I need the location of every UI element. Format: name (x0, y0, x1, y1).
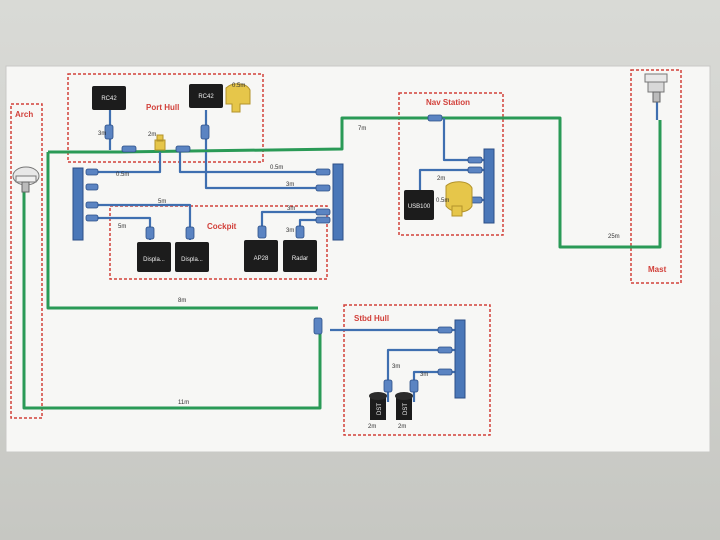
connector (437, 326, 453, 334)
device-ap28: AP28 (244, 240, 278, 272)
connector (200, 124, 210, 140)
drop-port-c (204, 152, 320, 190)
drop-port-b (178, 152, 320, 174)
cable-label: 3m (98, 131, 106, 137)
device-label-rc42-right: RC42 (198, 94, 214, 100)
device-rc42-right: RC42 (189, 84, 223, 108)
cable-label: 7m (358, 126, 366, 132)
connector (104, 124, 114, 140)
connectors (85, 114, 483, 393)
connector (409, 379, 419, 393)
connector (185, 226, 195, 240)
cable-label: 3m (286, 228, 294, 234)
connector (85, 183, 99, 191)
device-dst-1: DST (369, 392, 387, 420)
device-label-dst-2: DST (403, 403, 409, 415)
backbone-bar-port-right (332, 163, 344, 241)
device-dst-2: DST (395, 392, 413, 420)
cable-label: 0.5m (436, 198, 449, 204)
cable-label: 8m (178, 298, 186, 304)
connector (437, 368, 453, 376)
zone-mast-box (630, 69, 682, 284)
power-plug-nav (445, 181, 473, 217)
cable-label: 3m (420, 372, 428, 378)
power-plug-port (225, 83, 251, 113)
cable-label: 2m (368, 424, 376, 430)
zone-label-port-hull: Port Hull (146, 103, 179, 112)
connector (437, 346, 453, 354)
connector (315, 184, 331, 192)
device-label-usb100: USB100 (408, 204, 431, 210)
device-label-ap28: AP28 (254, 256, 269, 262)
cable-label: 3m (392, 364, 400, 370)
connector (467, 166, 483, 174)
connector (145, 226, 155, 240)
drop-nav-2 (418, 168, 485, 190)
cable-label: 0.5m (270, 165, 283, 171)
connector (257, 225, 267, 239)
zone-stbd-hull-box (343, 304, 491, 436)
mast-wind-sensor (644, 73, 668, 103)
connector (175, 145, 191, 153)
connector (383, 379, 393, 393)
device-label-radar: Radar (292, 256, 308, 262)
zone-nav-station-box (398, 92, 504, 236)
connector (427, 114, 443, 122)
zone-label-arch: Arch (15, 110, 33, 119)
cable-label: 0.5m (116, 172, 129, 178)
cable-label: 25m (608, 234, 620, 240)
zone-arch-box (10, 103, 43, 419)
cable-label: 3m (287, 206, 295, 212)
cable-label: 2m (398, 424, 406, 430)
backbone-main (46, 152, 318, 310)
connector (315, 216, 331, 224)
device-label-dst-1: DST (377, 403, 383, 415)
cable-label: 5m (158, 199, 166, 205)
backbone-port-to-nav (119, 116, 662, 249)
zone-label-nav-station: Nav Station (426, 98, 470, 107)
connector (85, 201, 99, 209)
cable-label: 2m (148, 132, 156, 138)
zone-label-mast: Mast (648, 265, 667, 274)
backbone-cables (22, 116, 662, 410)
cable-label-port-power: 0.5m (232, 83, 245, 89)
device-label-display-2: Displa... (181, 257, 203, 263)
cable-label: 3m (286, 182, 294, 188)
connector (85, 214, 99, 222)
device-display-2: Displa... (175, 242, 209, 272)
connector (315, 208, 331, 216)
connector (467, 156, 483, 164)
connector (121, 145, 137, 153)
backbone-bar-port-left (72, 167, 84, 241)
paper-sheet (5, 65, 711, 453)
connector (313, 317, 323, 335)
zone-label-cockpit: Cockpit (207, 222, 237, 231)
cable-label: 11m (178, 400, 189, 406)
backbone-bar-nav (483, 148, 495, 224)
connector (295, 225, 305, 239)
device-label-rc42-left: RC42 (101, 96, 117, 102)
device-radar: Radar (283, 240, 317, 272)
connector (85, 168, 99, 176)
connector (315, 168, 331, 176)
zone-port-hull-box (67, 73, 264, 163)
device-display-1: Displa... (137, 242, 171, 272)
cable-label: 5m (118, 224, 126, 230)
drop-port-a (95, 152, 162, 174)
arch-gps-antenna (12, 166, 40, 193)
zone-label-stbd-hull: Stbd Hull (354, 314, 389, 323)
device-usb100: USB100 (404, 190, 434, 220)
cable-label: 2m (437, 176, 445, 182)
power-tee-port (154, 134, 166, 151)
backbone-bar-stbd (454, 319, 466, 399)
device-label-display-1: Displa... (143, 257, 165, 263)
device-rc42-left: RC42 (92, 86, 126, 110)
backbone-arch-drop (22, 190, 322, 410)
